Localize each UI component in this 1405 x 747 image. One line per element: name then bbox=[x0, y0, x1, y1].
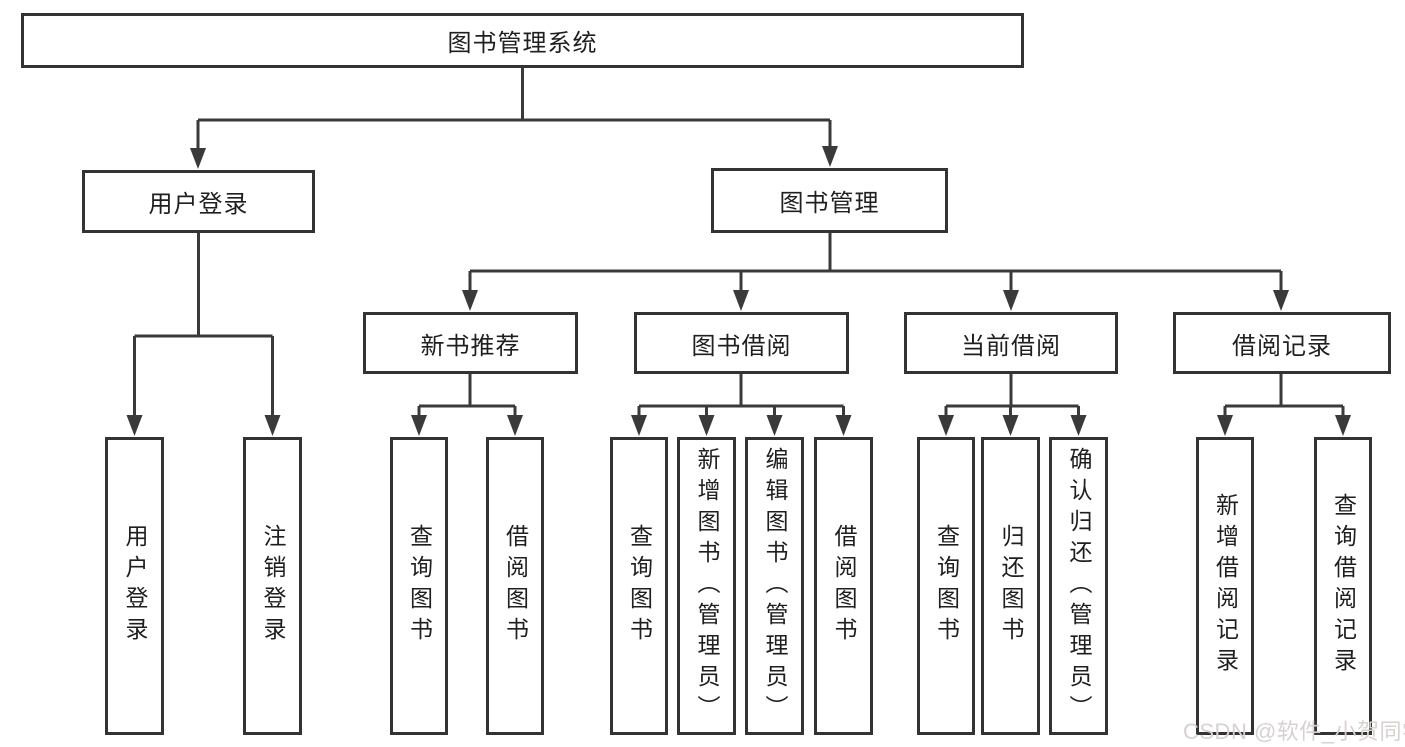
leaf-cb-confirm-return-admin: 确认归还（管理员） bbox=[1049, 437, 1108, 735]
leaf-bb-borrow-books-label: 借阅图书 bbox=[831, 524, 857, 648]
node-user-login-label: 用户登录 bbox=[148, 191, 249, 218]
leaf-br-query-record: 查询借阅记录 bbox=[1314, 437, 1372, 735]
arrowheads-root-branch bbox=[190, 146, 838, 169]
node-current-borrowing-label: 当前借阅 bbox=[961, 332, 1061, 360]
node-new-book-recommendation: 新书推荐 bbox=[363, 312, 578, 374]
arrowheads-new-book-rec-branch bbox=[411, 415, 523, 436]
node-current-borrowing: 当前借阅 bbox=[904, 312, 1118, 374]
arrowheads-user-login-branch bbox=[126, 415, 281, 436]
leaf-bb-add-books-admin-label: 新增图书（管理员） bbox=[694, 446, 720, 726]
leaf-cb-return-books: 归还图书 bbox=[981, 437, 1040, 735]
connector-borrow-record-branch bbox=[1223, 374, 1345, 418]
node-library-management-system: 图书管理系统 bbox=[21, 13, 1024, 68]
node-book-borrowing: 图书借阅 bbox=[634, 312, 849, 374]
leaf-cb-query-books-label: 查询图书 bbox=[933, 524, 960, 648]
connector-book-borrow-branch bbox=[637, 374, 845, 418]
connector-book-mgmt-branch bbox=[468, 233, 1283, 293]
node-user-login: 用户登录 bbox=[82, 170, 315, 233]
connector-user-login-branch bbox=[133, 233, 274, 418]
arrowheads-current-borrow-branch bbox=[938, 415, 1087, 436]
leaf-cb-query-books: 查询图书 bbox=[917, 437, 975, 735]
leaf-br-add-record-label: 新增借阅记录 bbox=[1212, 493, 1239, 679]
leaf-logout-label: 注销登录 bbox=[260, 524, 286, 648]
connector-current-borrow-branch bbox=[944, 374, 1080, 418]
leaf-cb-confirm-return-admin-label: 确认归还（管理员） bbox=[1066, 446, 1092, 726]
leaf-logout: 注销登录 bbox=[243, 437, 302, 735]
leaf-br-add-record: 新增借阅记录 bbox=[1196, 437, 1254, 735]
leaf-user-login-label: 用户登录 bbox=[122, 524, 148, 648]
leaf-nbr-borrow-books: 借阅图书 bbox=[486, 437, 544, 735]
node-library-management-system-label: 图书管理系统 bbox=[447, 30, 598, 57]
node-borrowing-records-label: 借阅记录 bbox=[1232, 332, 1332, 360]
leaf-nbr-query-books-label: 查询图书 bbox=[406, 524, 433, 648]
leaf-bb-add-books-admin: 新增图书（管理员） bbox=[677, 437, 736, 735]
leaf-user-login: 用户登录 bbox=[105, 437, 164, 735]
arrowheads-borrow-record-branch bbox=[1217, 415, 1351, 436]
node-book-management-label: 图书管理 bbox=[779, 190, 880, 217]
leaf-bb-edit-books-admin-label: 编辑图书（管理员） bbox=[762, 446, 788, 726]
connector-new-book-rec-branch bbox=[417, 374, 517, 418]
arrowheads-book-borrow-branch bbox=[631, 415, 852, 436]
connector-root-branch bbox=[196, 68, 832, 151]
leaf-cb-return-books-label: 归还图书 bbox=[998, 524, 1024, 648]
leaf-nbr-borrow-books-label: 借阅图书 bbox=[502, 524, 529, 648]
node-new-book-recommendation-label: 新书推荐 bbox=[420, 332, 521, 360]
node-borrowing-records: 借阅记录 bbox=[1173, 312, 1391, 374]
leaf-bb-query-books: 查询图书 bbox=[610, 437, 668, 735]
leaf-bb-query-books-label: 查询图书 bbox=[626, 524, 653, 648]
csdn-watermark: CSDN @软件_小贺同学 bbox=[1183, 719, 1405, 744]
arrowheads-book-mgmt-branch bbox=[462, 290, 1289, 311]
leaf-bb-edit-books-admin: 编辑图书（管理员） bbox=[745, 437, 804, 735]
node-book-management: 图书管理 bbox=[711, 168, 948, 233]
node-book-borrowing-label: 图书借阅 bbox=[691, 332, 792, 360]
leaf-br-query-record-label: 查询借阅记录 bbox=[1330, 493, 1357, 679]
leaf-bb-borrow-books: 借阅图书 bbox=[814, 437, 873, 735]
leaf-nbr-query-books: 查询图书 bbox=[390, 437, 448, 735]
